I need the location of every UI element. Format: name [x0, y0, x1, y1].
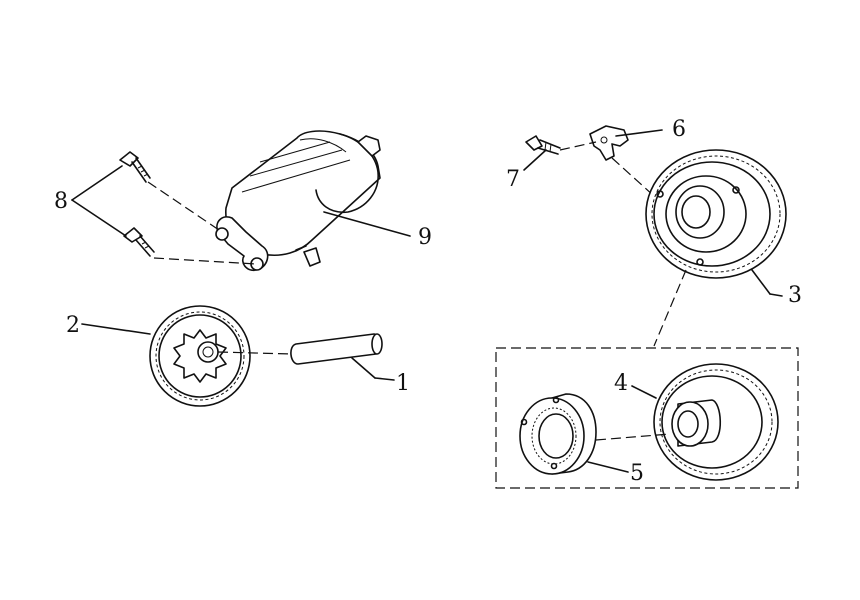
one-way-clutch — [519, 393, 597, 475]
detail-box — [495, 347, 799, 489]
idle-gear — [149, 305, 251, 407]
callout-1: 1 — [396, 371, 410, 396]
callout-3: 3 — [788, 283, 802, 308]
idle-gear-shaft — [290, 333, 383, 365]
callout-2: 2 — [66, 313, 80, 338]
leader-lines — [71, 129, 783, 473]
bolt-7 — [525, 135, 561, 155]
starter-motor — [215, 130, 381, 272]
bracket-6 — [589, 125, 629, 161]
starter-clutch-assembly — [645, 149, 787, 279]
starter-driven-gear — [653, 363, 779, 481]
callout-6: 6 — [672, 117, 686, 142]
callout-7: 7 — [506, 167, 520, 192]
callout-5: 5 — [630, 461, 644, 486]
callout-8: 8 — [54, 189, 68, 214]
callout-4: 4 — [614, 371, 628, 396]
callout-9: 9 — [418, 225, 432, 250]
starter-bolts — [119, 151, 155, 257]
